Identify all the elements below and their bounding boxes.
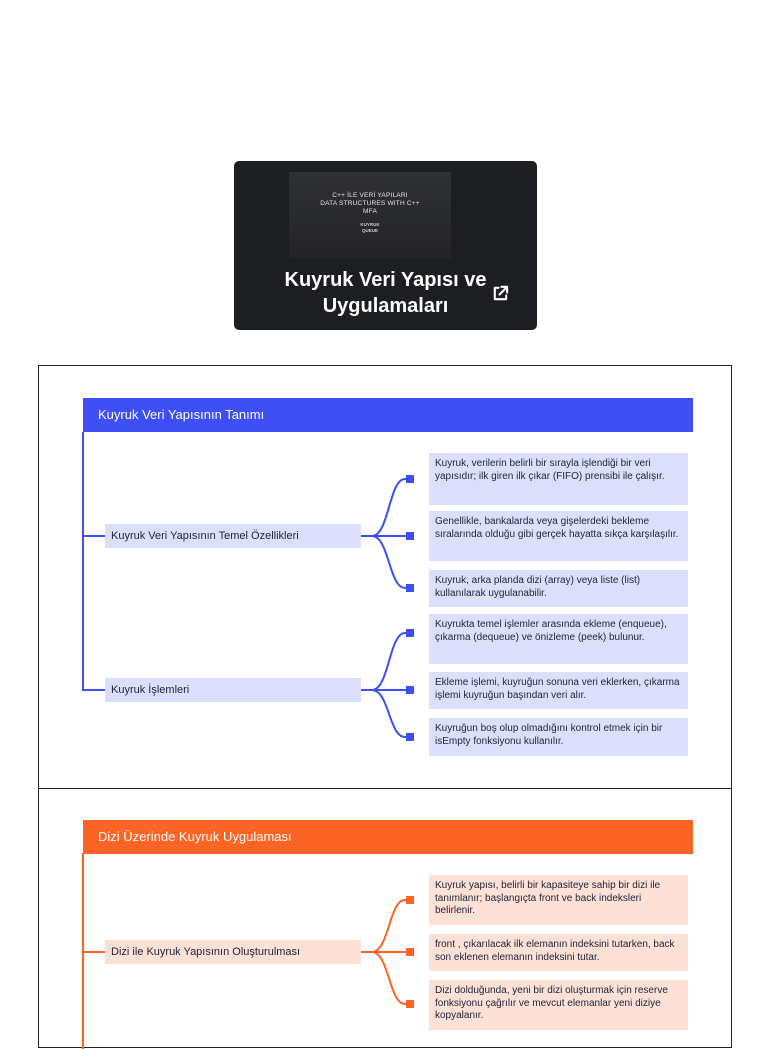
document-thumbnail: C++ İLE VERİ YAPILARI DATA STRUCTURES WI… — [289, 172, 451, 258]
branch-node[interactable]: Kuyruk Veri Yapısının Temel Özellikleri — [105, 524, 361, 548]
thumbnail-title-line: C++ İLE VERİ YAPILARI — [289, 192, 451, 200]
leaf-node[interactable]: Kuyrukta temel işlemler arasında ekleme … — [429, 614, 688, 664]
leaf-node[interactable]: Kuyruk, arka planda dizi (array) veya li… — [429, 570, 688, 607]
thumbnail-title-line: DATA STRUCTURES WITH C++ — [289, 200, 451, 208]
branch-node[interactable]: Dizi ile Kuyruk Yapısının Oluşturulması — [105, 940, 361, 964]
leaf-node[interactable]: Dizi dolduğunda, yeni bir dizi oluşturma… — [429, 980, 688, 1030]
mindmap-section-array-implementation: Dizi Üzerinde Kuyruk Uygulaması Dizi ile… — [38, 788, 732, 1048]
section-title: Dizi Üzerinde Kuyruk Uygulaması — [83, 820, 693, 854]
leaf-node[interactable]: Kuyruk yapısı, belirli bir kapasiteye sa… — [429, 875, 688, 925]
leaf-node[interactable]: Kuyruk, verilerin belirli bir sırayla iş… — [429, 453, 688, 505]
thumbnail-subtitle: QUEUE — [289, 228, 451, 234]
mindmap-section-definition: Kuyruk Veri Yapısının Tanımı Kuyruk Veri… — [38, 365, 732, 789]
branch-node[interactable]: Kuyruk İşlemleri — [105, 678, 361, 702]
leaf-node[interactable]: Kuyruğun boş olup olmadığını kontrol etm… — [429, 718, 688, 756]
thumbnail-title-line: MFA — [289, 208, 451, 216]
document-card[interactable]: C++ İLE VERİ YAPILARI DATA STRUCTURES WI… — [234, 161, 537, 330]
external-link-icon[interactable] — [491, 284, 510, 303]
leaf-node[interactable]: front , çıkarılacak ilk elemanın indeksi… — [429, 934, 688, 971]
leaf-node[interactable]: Ekleme işlemi, kuyruğun sonuna veri ekle… — [429, 672, 688, 709]
section-title: Kuyruk Veri Yapısının Tanımı — [83, 398, 693, 432]
leaf-node[interactable]: Genellikle, bankalarda veya gişelerdeki … — [429, 511, 688, 561]
